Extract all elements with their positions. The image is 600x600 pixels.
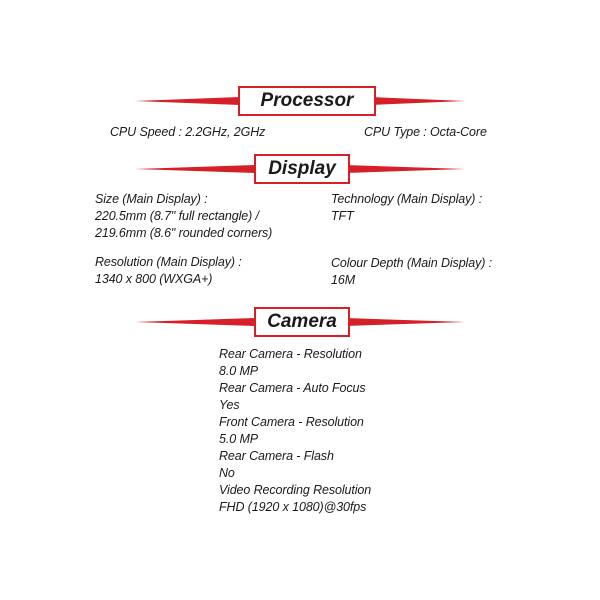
display-colour-depth-label: Colour Depth (Main Display) : [331, 256, 493, 270]
display-colour-depth: Colour Depth (Main Display) : 16M [331, 255, 492, 289]
camera-title: Camera [254, 307, 350, 337]
camera-specs: Rear Camera - Resolution 8.0 MP Rear Cam… [219, 346, 371, 516]
display-size-line2: 219.6mm (8.6" rounded corners) [95, 226, 273, 240]
display-resolution-value: 1340 x 800 (WXGA+) [95, 272, 213, 286]
camera-line: Yes [219, 398, 240, 412]
camera-line: Rear Camera - Resolution [219, 347, 362, 361]
display-technology-value: TFT [331, 209, 354, 223]
cpu-speed-text: CPU Speed : 2.2GHz, 2GHz [110, 125, 266, 139]
processor-title: Processor [238, 86, 376, 116]
display-technology: Technology (Main Display) : TFT [331, 191, 482, 225]
camera-header: Camera [0, 305, 600, 339]
display-size-line1: 220.5mm (8.7" full rectangle) / [95, 209, 259, 223]
cpu-type-text: CPU Type : Octa-Core [364, 125, 487, 139]
processor-header-streak [135, 97, 465, 105]
camera-line: 5.0 MP [219, 432, 258, 446]
display-size: Size (Main Display) : 220.5mm (8.7" full… [95, 191, 272, 242]
display-header-streak [135, 165, 465, 173]
display-header: Display [0, 152, 600, 186]
display-technology-label: Technology (Main Display) : [331, 192, 483, 206]
camera-line: Rear Camera - Flash [219, 449, 334, 463]
cpu-speed: CPU Speed : 2.2GHz, 2GHz [110, 124, 265, 141]
display-size-label: Size (Main Display) : [95, 192, 208, 206]
camera-line: FHD (1920 x 1080)@30fps [219, 500, 367, 514]
camera-header-streak [135, 318, 465, 326]
camera-line: Front Camera - Resolution [219, 415, 364, 429]
display-colour-depth-value: 16M [331, 273, 356, 287]
camera-line: 8.0 MP [219, 364, 258, 378]
camera-line: No [219, 466, 235, 480]
camera-line: Rear Camera - Auto Focus [219, 381, 366, 395]
display-resolution-label: Resolution (Main Display) : [95, 255, 242, 269]
display-resolution: Resolution (Main Display) : 1340 x 800 (… [95, 254, 242, 288]
camera-line: Video Recording Resolution [219, 483, 372, 497]
cpu-type: CPU Type : Octa-Core [364, 124, 487, 141]
display-title: Display [254, 154, 350, 184]
processor-header: Processor [0, 84, 600, 118]
